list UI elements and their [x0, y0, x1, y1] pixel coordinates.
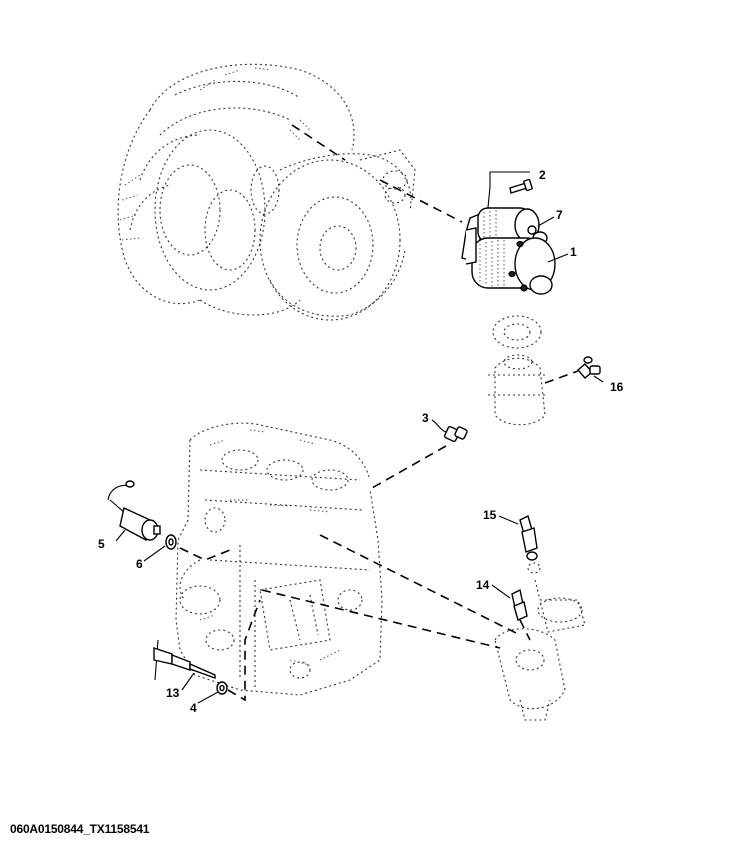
sensor-part-16: [577, 356, 601, 379]
lead-line-block-to-housing-2: [261, 589, 501, 649]
callout-16: 16: [610, 380, 624, 394]
lead-line-sensor-16: [544, 370, 579, 384]
lead-line-sensor-14: [519, 619, 531, 641]
callout-2: 2: [539, 168, 546, 182]
heater-plug-part-13: [153, 639, 216, 681]
lead-line-block-to-housing-1: [319, 534, 521, 636]
lead-line-sensor-3: [371, 445, 447, 489]
lead-line-solenoid: [179, 547, 236, 561]
callout-4: 4: [190, 701, 197, 715]
callout-13: 13: [166, 686, 180, 700]
flywheel-housing-ghost: [117, 63, 416, 321]
sensor-part-15: [519, 514, 538, 561]
callout-5: 5: [98, 537, 105, 551]
figure-id-caption: 060A0150844_TX1158541: [10, 822, 150, 836]
lead-line-housing-to-starter: [291, 124, 463, 223]
thermostat-housing-ghost: [494, 562, 586, 721]
engine-block-ghost: [175, 422, 383, 696]
washer-part-4: [216, 681, 228, 695]
pinion-gear-ghost: [488, 315, 548, 426]
callout-leaders: [115, 216, 604, 704]
sensor-part-14: [511, 588, 528, 621]
callout-6: 6: [136, 557, 143, 571]
starter-motor: [461, 207, 556, 295]
callout-14: 14: [476, 578, 490, 592]
callout-1: 1: [570, 245, 577, 259]
callout-3: 3: [422, 411, 429, 425]
washer-part-6: [165, 534, 177, 550]
bolt-part-2: [509, 178, 533, 194]
callout-15: 15: [483, 508, 497, 522]
sensor-part-3: [431, 419, 468, 443]
callout-labels: 1 2 7 16 3 5 6 13 4 15 14: [98, 168, 624, 715]
callout-7: 7: [556, 208, 563, 222]
solenoid-part-5: [107, 480, 161, 542]
lead-line-heater: [227, 599, 261, 702]
